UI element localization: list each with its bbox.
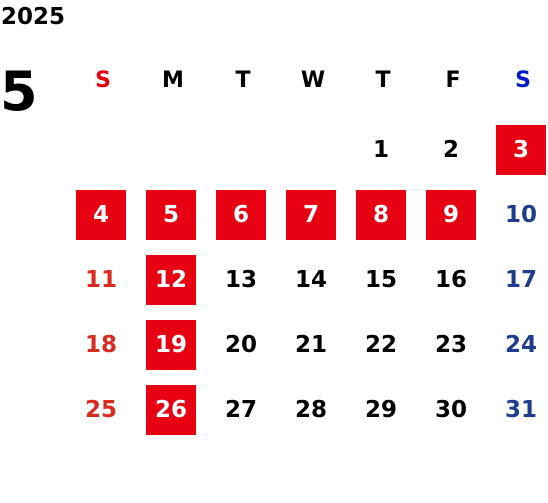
date-cell: 25 bbox=[84, 397, 117, 423]
holiday-date-cell: 4 bbox=[76, 190, 126, 240]
year-label: 2025 bbox=[1, 4, 66, 30]
date-cell: 15 bbox=[364, 267, 397, 293]
weekday-tue: T bbox=[235, 68, 251, 93]
weekday-thu: T bbox=[375, 68, 391, 93]
date-cell: 17 bbox=[504, 267, 537, 293]
holiday-date-cell: 8 bbox=[356, 190, 406, 240]
weekday-sat: S bbox=[515, 68, 531, 93]
date-cell: 31 bbox=[504, 397, 537, 423]
month-label: 5 bbox=[0, 60, 38, 123]
holiday-date-cell: 26 bbox=[146, 385, 196, 435]
date-cell: 28 bbox=[294, 397, 327, 423]
holiday-date-cell: 5 bbox=[146, 190, 196, 240]
date-cell: 20 bbox=[224, 332, 257, 358]
date-cell: 22 bbox=[364, 332, 397, 358]
holiday-date-cell: 7 bbox=[286, 190, 336, 240]
date-cell: 21 bbox=[294, 332, 327, 358]
date-cell: 29 bbox=[364, 397, 397, 423]
date-cell: 14 bbox=[294, 267, 327, 293]
date-cell: 11 bbox=[84, 267, 117, 293]
date-cell: 30 bbox=[434, 397, 467, 423]
weekday-mon: M bbox=[162, 68, 184, 93]
holiday-date-cell: 3 bbox=[496, 125, 546, 175]
weekday-wed: W bbox=[300, 68, 326, 93]
weekday-fri: F bbox=[445, 68, 461, 93]
date-cell: 24 bbox=[504, 332, 537, 358]
date-cell: 27 bbox=[224, 397, 257, 423]
date-cell: 1 bbox=[372, 137, 389, 163]
weekday-sun: S bbox=[95, 68, 111, 93]
holiday-date-cell: 6 bbox=[216, 190, 266, 240]
date-cell: 23 bbox=[434, 332, 467, 358]
holiday-date-cell: 12 bbox=[146, 255, 196, 305]
holiday-date-cell: 19 bbox=[146, 320, 196, 370]
date-cell: 18 bbox=[84, 332, 117, 358]
date-cell: 2 bbox=[442, 137, 459, 163]
date-cell: 13 bbox=[224, 267, 257, 293]
date-cell: 10 bbox=[504, 202, 537, 228]
date-cell: 16 bbox=[434, 267, 467, 293]
holiday-date-cell: 9 bbox=[426, 190, 476, 240]
